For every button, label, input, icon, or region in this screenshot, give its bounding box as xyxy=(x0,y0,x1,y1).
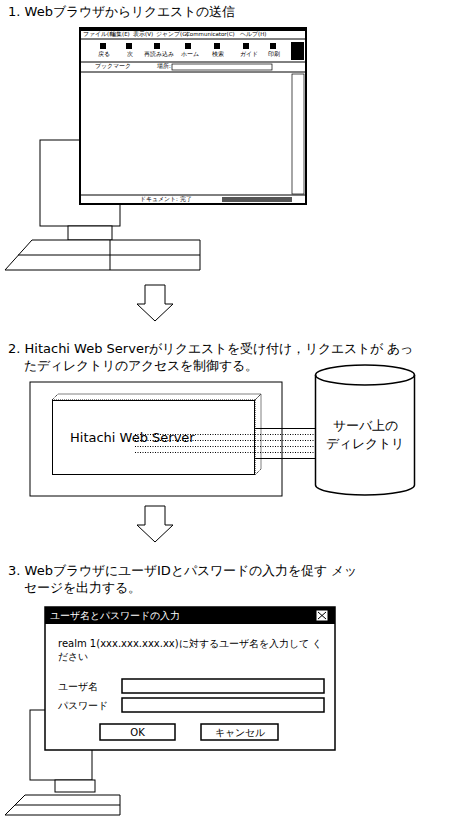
server-frame xyxy=(30,382,282,496)
close-button xyxy=(316,610,328,621)
dotted-path xyxy=(135,452,315,453)
step-text: 2. Hitachi Web Serverがリクエストを受け付け，リクエストが … xyxy=(8,341,416,375)
hollow-down-arrow xyxy=(137,506,173,542)
toolbar-label: 印刷 xyxy=(268,51,292,57)
toolbar-separator xyxy=(81,62,305,63)
connector xyxy=(135,429,315,459)
dialog-titlebar xyxy=(45,607,335,624)
monitor-stand xyxy=(68,226,112,240)
node-content: サーバ上の ディレクトリ xyxy=(315,365,415,495)
browser-titlebar xyxy=(80,28,306,31)
directory-cylinder: サーバ上の ディレクトリ xyxy=(315,365,415,495)
toolbar-icon xyxy=(126,43,132,49)
keyboard xyxy=(5,795,120,815)
toolbar-icon xyxy=(185,43,191,49)
location-label: 場所: xyxy=(157,63,177,69)
keyboard xyxy=(5,240,200,270)
keyboard-line xyxy=(15,805,120,806)
step-text: 3. WebブラウザにユーザIDとパスワードの入力を促す メッセージを出力する。 xyxy=(8,563,364,597)
dotted-path xyxy=(135,446,315,447)
login-dialog xyxy=(45,607,335,750)
browser-window xyxy=(80,28,306,204)
button-label: OK xyxy=(100,726,175,739)
toolbar-label: 再読み込み xyxy=(144,51,184,57)
box-top-face xyxy=(52,394,261,400)
box-side-face xyxy=(255,394,261,475)
node-text: Hitachi Web Server xyxy=(70,429,255,447)
throbber xyxy=(291,42,304,60)
toolbar-label: ホーム xyxy=(181,51,211,57)
hollow-down-arrow xyxy=(137,285,173,321)
dialog-title: ユーザ名とパスワードの入力 xyxy=(50,609,250,622)
field-label: パスワード xyxy=(58,699,118,712)
node-text: サーバ上の ディレクトリ xyxy=(324,417,406,452)
toolbar-label: 戻る xyxy=(98,51,122,57)
server-box: Hitachi Web Server xyxy=(52,400,255,475)
toolbar-label: ガイド xyxy=(240,51,264,57)
button-label: キャンセル xyxy=(201,726,278,739)
close-cross xyxy=(318,612,326,619)
cancel-button xyxy=(201,724,278,740)
dotted-path xyxy=(135,434,315,435)
node-content: Hitachi Web Server xyxy=(52,400,255,475)
location-separator xyxy=(81,72,305,73)
menu-item: ヘルプ(H) xyxy=(240,31,280,37)
connector-line xyxy=(255,428,315,429)
status-icons xyxy=(222,197,292,202)
toolbar-icon xyxy=(100,43,106,49)
monitor-stand xyxy=(55,780,95,792)
connector-line xyxy=(255,458,315,459)
menu-item: Communicator(C) xyxy=(186,31,246,37)
browser-frame xyxy=(80,28,306,204)
cylinder-body xyxy=(316,365,415,495)
menu-separator xyxy=(81,39,305,40)
keyboard-line xyxy=(18,255,200,256)
location-field xyxy=(172,64,272,70)
password-field xyxy=(122,698,324,712)
cylinder-rim xyxy=(316,375,415,385)
toolbar-icon xyxy=(243,43,249,49)
box-front xyxy=(53,401,255,475)
dotted-path xyxy=(135,440,315,441)
step-text: 1. Webブラウザからリクエストの送信 xyxy=(8,4,408,21)
dialog-message: realm 1(xxx.xxx.xxx.xx)に対するユーザ名を入力して くださ… xyxy=(58,637,328,663)
username-field xyxy=(122,679,324,693)
dialog-frame xyxy=(45,607,335,750)
scrollbar xyxy=(292,74,304,194)
keyboard-line xyxy=(110,240,111,270)
toolbar-icon xyxy=(214,43,220,49)
status-separator xyxy=(81,195,305,196)
toolbar-icon xyxy=(154,43,160,49)
toolbar-label: 検索 xyxy=(212,51,236,57)
close-cross xyxy=(318,612,326,619)
status-text: ドキュメント: 完了 xyxy=(140,196,220,202)
toolbar-icon xyxy=(270,43,276,49)
ok-button xyxy=(100,724,175,740)
field-label: ユーザ名 xyxy=(58,680,118,693)
bookmark-label: ブックマーク xyxy=(95,63,145,69)
